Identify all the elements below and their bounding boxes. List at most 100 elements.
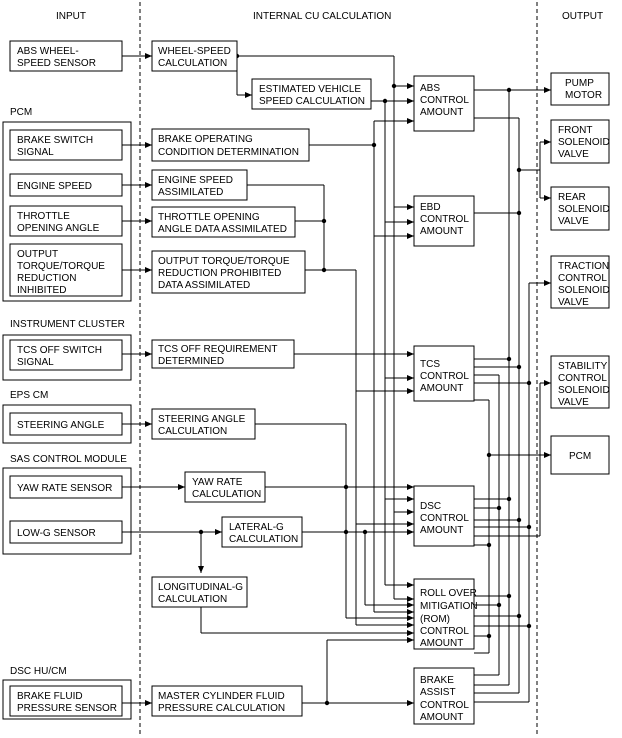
svg-text:TORQUE/TORQUE: TORQUE/TORQUE <box>17 261 105 272</box>
svg-text:ENGINE SPEED: ENGINE SPEED <box>158 175 233 186</box>
group-label-eps-cm: EPS CM <box>10 390 48 401</box>
svg-text:TCS OFF SWITCH: TCS OFF SWITCH <box>17 345 102 356</box>
output-box-front-solenoid-valve: FRONT SOLENOID VALVE <box>550 119 610 164</box>
svg-text:TCS: TCS <box>420 359 440 370</box>
svg-text:LONGITUDINAL-G: LONGITUDINAL-G <box>158 582 243 593</box>
svg-text:EBD: EBD <box>420 202 441 213</box>
svg-text:LOW-G SENSOR: LOW-G SENSOR <box>17 528 96 539</box>
svg-text:AMOUNT: AMOUNT <box>420 712 463 723</box>
svg-text:SIGNAL: SIGNAL <box>17 357 54 368</box>
svg-text:PRESSURE CALCULATION: PRESSURE CALCULATION <box>158 703 285 714</box>
svg-text:REDUCTION: REDUCTION <box>17 273 76 284</box>
svg-text:STABILITY: STABILITY <box>558 361 608 372</box>
svg-text:VALVE: VALVE <box>558 149 589 160</box>
svg-text:SOLENOID: SOLENOID <box>558 285 610 296</box>
svg-text:TRACTION: TRACTION <box>558 261 609 272</box>
svg-text:FRONT: FRONT <box>558 125 592 136</box>
svg-text:REAR: REAR <box>558 192 586 203</box>
svg-text:ASSIST: ASSIST <box>420 687 456 698</box>
svg-text:ABS: ABS <box>420 83 440 94</box>
control-box-roll-over-mitigation: ROLL OVER MITIGATION (ROM) CONTROL AMOUN… <box>413 578 478 650</box>
input-box-abs-wheel-speed-sensor: ABS WHEEL- SPEED SENSOR <box>9 40 123 72</box>
input-box-yaw-rate-sensor: YAW RATE SENSOR <box>9 475 123 499</box>
group-dsc-hu <box>2 679 132 720</box>
svg-text:YAW RATE: YAW RATE <box>192 477 243 488</box>
svg-text:CALCULATION: CALCULATION <box>229 534 298 545</box>
svg-text:AMOUNT: AMOUNT <box>420 525 463 536</box>
svg-text:CONTROL: CONTROL <box>420 626 469 637</box>
input-box-low-g-sensor: LOW-G SENSOR <box>9 520 123 544</box>
svg-text:ANGLE DATA ASSIMILATED: ANGLE DATA ASSIMILATED <box>158 224 287 235</box>
svg-text:CONDITION DETERMINATION: CONDITION DETERMINATION <box>158 147 299 158</box>
svg-text:VALVE: VALVE <box>558 216 589 227</box>
svg-text:CONTROL: CONTROL <box>420 513 469 524</box>
svg-text:BRAKE OPERATING: BRAKE OPERATING <box>158 134 253 145</box>
calc-box-torque-reduction-prohibited: OUTPUT TORQUE/TORQUE REDUCTION PROHIBITE… <box>151 250 306 294</box>
output-box-rear-solenoid-valve: REAR SOLENOID VALVE <box>550 186 610 231</box>
svg-text:YAW RATE SENSOR: YAW RATE SENSOR <box>17 483 112 494</box>
svg-text:WHEEL-SPEED: WHEEL-SPEED <box>158 46 231 57</box>
group-label-sas: SAS CONTROL MODULE <box>10 454 127 465</box>
svg-text:LATERAL-G: LATERAL-G <box>229 522 284 533</box>
svg-text:CALCULATION: CALCULATION <box>158 594 227 605</box>
calc-box-yaw-rate-calculation: YAW RATE CALCULATION <box>184 471 266 503</box>
calc-box-wheel-speed-calculation: WHEEL-SPEED CALCULATION <box>151 40 238 72</box>
svg-text:AMOUNT: AMOUNT <box>420 107 463 118</box>
junction-dots <box>198 53 532 706</box>
svg-text:REDUCTION PROHIBITED: REDUCTION PROHIBITED <box>158 268 281 279</box>
svg-text:DETERMINED: DETERMINED <box>158 356 224 367</box>
calc-box-lateral-g-calculation: LATERAL-G CALCULATION <box>221 516 303 548</box>
svg-text:CONTROL: CONTROL <box>420 371 469 382</box>
svg-text:INHIBITED: INHIBITED <box>17 285 66 296</box>
group-instrument-cluster <box>2 334 132 381</box>
svg-text:VALVE: VALVE <box>558 297 589 308</box>
svg-text:VALVE: VALVE <box>558 397 589 408</box>
connection-lines <box>122 53 551 706</box>
svg-text:SOLENOID: SOLENOID <box>558 137 610 148</box>
svg-text:CONTROL: CONTROL <box>558 273 607 284</box>
svg-text:SOLENOID: SOLENOID <box>558 204 610 215</box>
svg-text:OUTPUT TORQUE/TORQUE: OUTPUT TORQUE/TORQUE <box>158 256 290 267</box>
calc-box-master-cylinder-fluid-pressure: MASTER CYLINDER FLUID PRESSURE CALCULATI… <box>151 685 303 717</box>
svg-text:PCM: PCM <box>569 451 591 462</box>
svg-text:ABS WHEEL-: ABS WHEEL- <box>17 46 79 57</box>
svg-text:SIGNAL: SIGNAL <box>17 147 54 158</box>
header-input: INPUT <box>56 11 86 22</box>
svg-text:OUTPUT: OUTPUT <box>17 249 58 260</box>
svg-text:CONTROL: CONTROL <box>420 95 469 106</box>
calc-box-tcs-off-requirement: TCS OFF REQUIREMENT DETERMINED <box>151 339 295 369</box>
input-box-output-torque-reduction-inhibited: OUTPUT TORQUE/TORQUE REDUCTION INHIBITED <box>9 243 123 297</box>
output-box-traction-control-solenoid-valve: TRACTION CONTROL SOLENOID VALVE <box>550 255 610 309</box>
svg-text:ESTIMATED VEHICLE: ESTIMATED VEHICLE <box>259 84 361 95</box>
header-internal: INTERNAL CU CALCULATION <box>253 11 391 22</box>
svg-text:DSC: DSC <box>420 501 441 512</box>
input-box-brake-fluid-pressure-sensor: BRAKE FLUID PRESSURE SENSOR <box>9 685 123 717</box>
svg-text:CALCULATION: CALCULATION <box>158 58 227 69</box>
calc-box-engine-speed-assimilated: ENGINE SPEED ASSIMILATED <box>151 169 248 201</box>
svg-text:OPENING ANGLE: OPENING ANGLE <box>17 223 100 234</box>
svg-text:BRAKE SWITCH: BRAKE SWITCH <box>17 135 93 146</box>
svg-text:PRESSURE SENSOR: PRESSURE SENSOR <box>17 703 117 714</box>
svg-text:TCS OFF REQUIREMENT: TCS OFF REQUIREMENT <box>158 344 277 355</box>
calc-box-brake-operating-condition: BRAKE OPERATING CONDITION DETERMINATION <box>151 128 310 162</box>
svg-text:(ROM): (ROM) <box>420 614 450 625</box>
output-box-pump-motor: PUMP MOTOR <box>550 72 610 106</box>
svg-text:AMOUNT: AMOUNT <box>420 638 463 649</box>
svg-text:CALCULATION: CALCULATION <box>158 426 227 437</box>
control-box-tcs: TCS CONTROL AMOUNT <box>413 345 475 402</box>
svg-text:THROTTLE OPENING: THROTTLE OPENING <box>158 212 260 223</box>
header-output: OUTPUT <box>562 11 603 22</box>
calc-box-throttle-opening-assimilated: THROTTLE OPENING ANGLE DATA ASSIMILATED <box>151 206 296 238</box>
svg-text:CONTROL: CONTROL <box>558 373 607 384</box>
group-label-instrument-cluster: INSTRUMENT CLUSTER <box>10 319 125 330</box>
svg-text:SPEED SENSOR: SPEED SENSOR <box>17 58 96 69</box>
calc-box-steering-angle-calculation: STEERING ANGLE CALCULATION <box>151 408 256 440</box>
svg-text:DATA ASSIMILATED: DATA ASSIMILATED <box>158 280 250 291</box>
input-box-steering-angle: STEERING ANGLE <box>9 412 123 436</box>
calc-box-longitudinal-g-calculation: LONGITUDINAL-G CALCULATION <box>151 576 248 608</box>
input-box-brake-switch-signal: BRAKE SWITCH SIGNAL <box>9 129 123 161</box>
svg-text:ENGINE SPEED: ENGINE SPEED <box>17 181 92 192</box>
output-box-pcm: PCM <box>550 435 610 475</box>
svg-text:CONTROL: CONTROL <box>420 700 469 711</box>
